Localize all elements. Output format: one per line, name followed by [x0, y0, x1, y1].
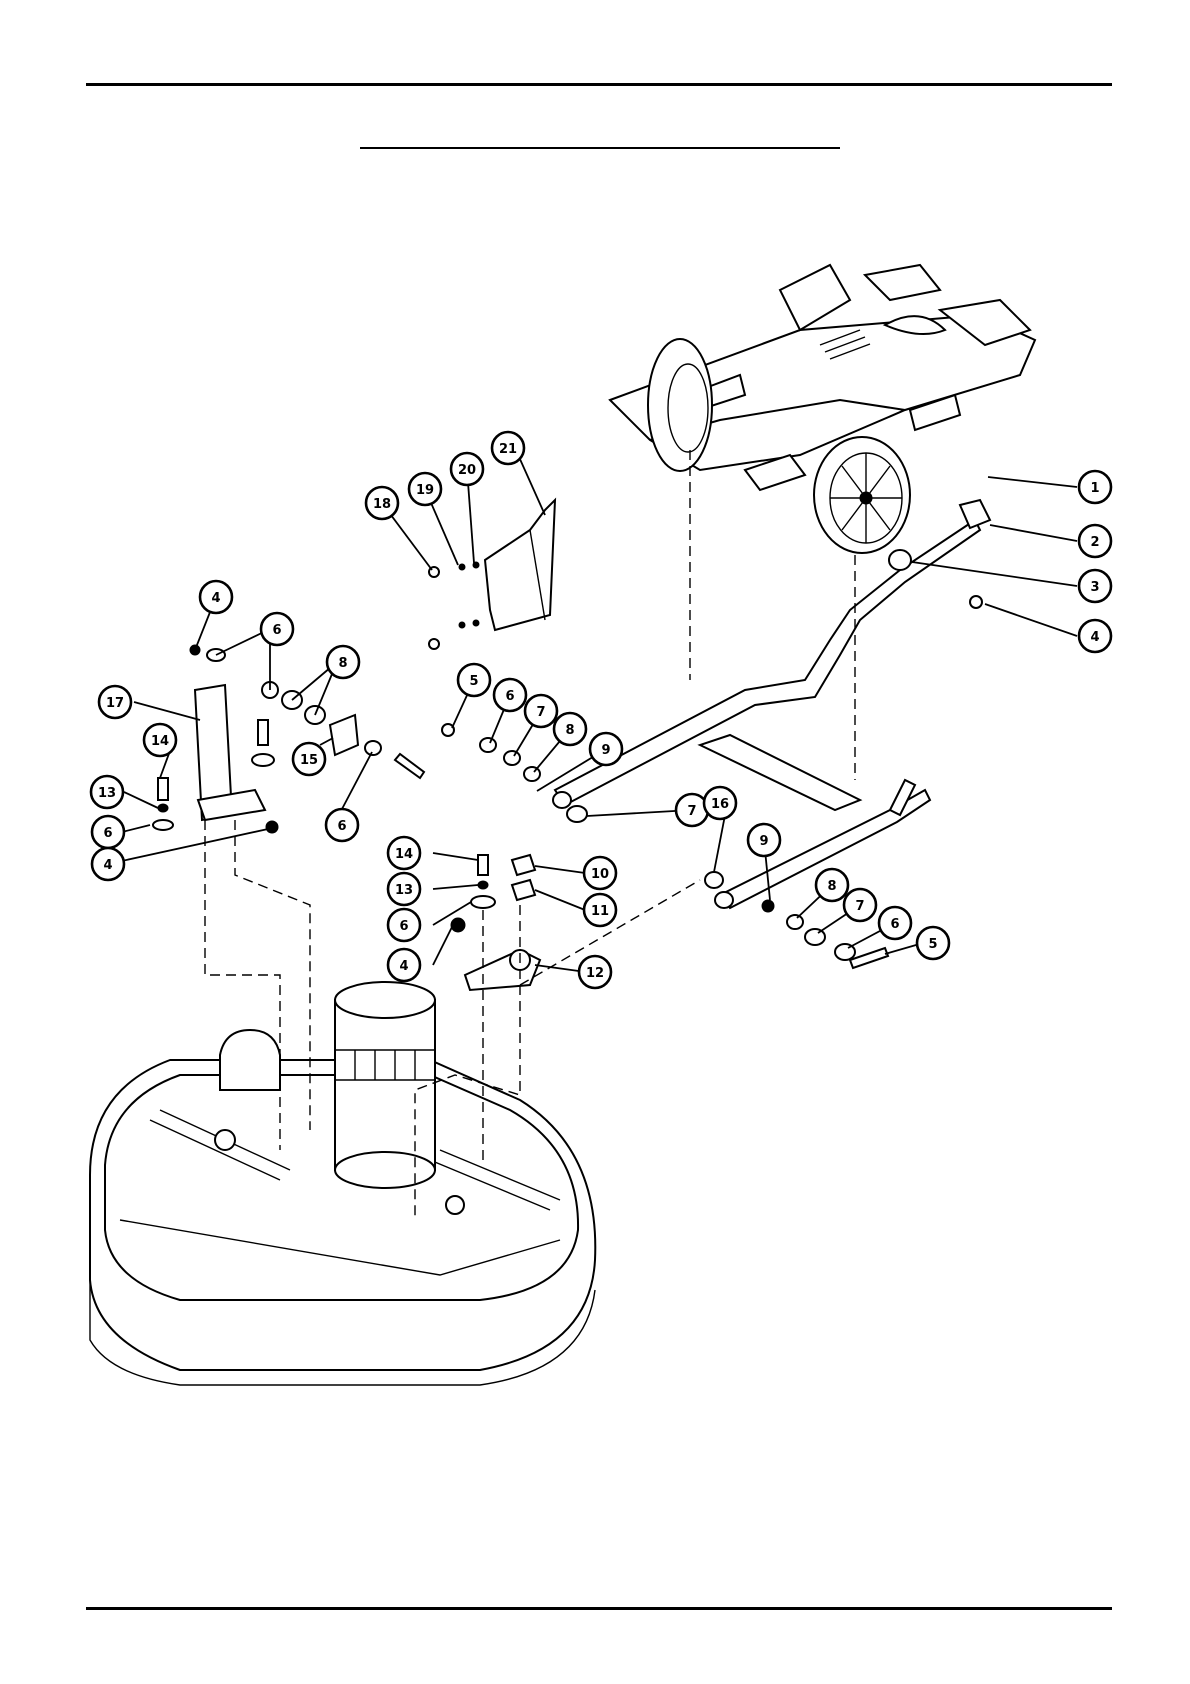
callout-number: 16 — [711, 797, 729, 812]
callout-6: 6 — [326, 809, 358, 841]
callout-19: 19 — [409, 473, 441, 505]
left-link-assembly — [153, 645, 424, 833]
callout-number: 19 — [416, 483, 434, 498]
callout-number: 17 — [106, 696, 124, 711]
callout-6: 6 — [92, 816, 124, 848]
callout-number: 6 — [505, 689, 514, 704]
callout-number: 6 — [103, 826, 112, 841]
callout-number: 4 — [103, 858, 112, 873]
callout-number: 9 — [759, 834, 768, 849]
callout-number: 13 — [98, 786, 116, 801]
callout-number: 15 — [300, 753, 318, 768]
callout-3: 3 — [1079, 570, 1111, 602]
callout-number: 8 — [827, 879, 836, 894]
callout-number: 13 — [395, 883, 413, 898]
leader-lines — [108, 448, 1077, 972]
callout-number: 10 — [591, 867, 609, 882]
callout-6: 6 — [261, 613, 293, 645]
callout-5: 5 — [917, 927, 949, 959]
callout-number: 3 — [1090, 580, 1099, 595]
callout-number: 6 — [272, 623, 281, 638]
callout-number: 6 — [890, 917, 899, 932]
callout-18: 18 — [366, 487, 398, 519]
callout-15: 15 — [293, 743, 325, 775]
callout-number: 5 — [469, 674, 478, 689]
callouts: 1234468171413641561819202156789714136410… — [91, 432, 1111, 988]
callout-8: 8 — [327, 646, 359, 678]
callout-number: 14 — [395, 847, 413, 862]
callout-number: 4 — [1090, 630, 1099, 645]
callout-21: 21 — [492, 432, 524, 464]
callout-20: 20 — [451, 453, 483, 485]
callout-number: 12 — [586, 966, 604, 981]
callout-5: 5 — [458, 664, 490, 696]
callout-7: 7 — [676, 794, 708, 826]
callout-number: 8 — [565, 723, 574, 738]
callout-10: 10 — [584, 857, 616, 889]
callout-number: 7 — [855, 899, 864, 914]
callout-13: 13 — [388, 873, 420, 905]
rear-wheel-left — [648, 339, 712, 471]
callout-14: 14 — [388, 837, 420, 869]
callout-14: 14 — [144, 724, 176, 756]
motor — [335, 982, 435, 1188]
callout-number: 7 — [536, 705, 545, 720]
callout-4: 4 — [92, 848, 124, 880]
callout-number: 20 — [458, 463, 476, 478]
rear-wheel-right — [814, 437, 910, 553]
callout-4: 4 — [200, 581, 232, 613]
callout-13: 13 — [91, 776, 123, 808]
callout-number: 7 — [687, 804, 696, 819]
callout-12: 12 — [579, 956, 611, 988]
callout-number: 8 — [338, 656, 347, 671]
callout-number: 6 — [399, 919, 408, 934]
bracket-plate — [429, 500, 555, 649]
callout-6: 6 — [879, 907, 911, 939]
callout-17: 17 — [99, 686, 131, 718]
callout-6: 6 — [388, 909, 420, 941]
callout-number: 1 — [1090, 481, 1099, 496]
callout-4: 4 — [1079, 620, 1111, 652]
callout-number: 2 — [1090, 535, 1099, 550]
callout-number: 11 — [591, 904, 609, 919]
callout-number: 9 — [601, 743, 610, 758]
callout-9: 9 — [748, 824, 780, 856]
callout-11: 11 — [584, 894, 616, 926]
callout-number: 6 — [337, 819, 346, 834]
callout-4: 4 — [388, 949, 420, 981]
callout-16: 16 — [704, 787, 736, 819]
callout-number: 4 — [211, 591, 220, 606]
callout-2: 2 — [1079, 525, 1111, 557]
callout-number: 14 — [151, 734, 169, 749]
center-hardware — [451, 855, 540, 990]
callout-7: 7 — [525, 695, 557, 727]
callout-9: 9 — [590, 733, 622, 765]
callout-6: 6 — [494, 679, 526, 711]
callout-8: 8 — [554, 713, 586, 745]
callout-number: 18 — [373, 497, 391, 512]
callout-number: 5 — [928, 937, 937, 952]
callout-1: 1 — [1079, 471, 1111, 503]
callout-7: 7 — [844, 889, 876, 921]
callout-8: 8 — [816, 869, 848, 901]
callout-number: 21 — [499, 442, 517, 457]
callout-number: 4 — [399, 959, 408, 974]
